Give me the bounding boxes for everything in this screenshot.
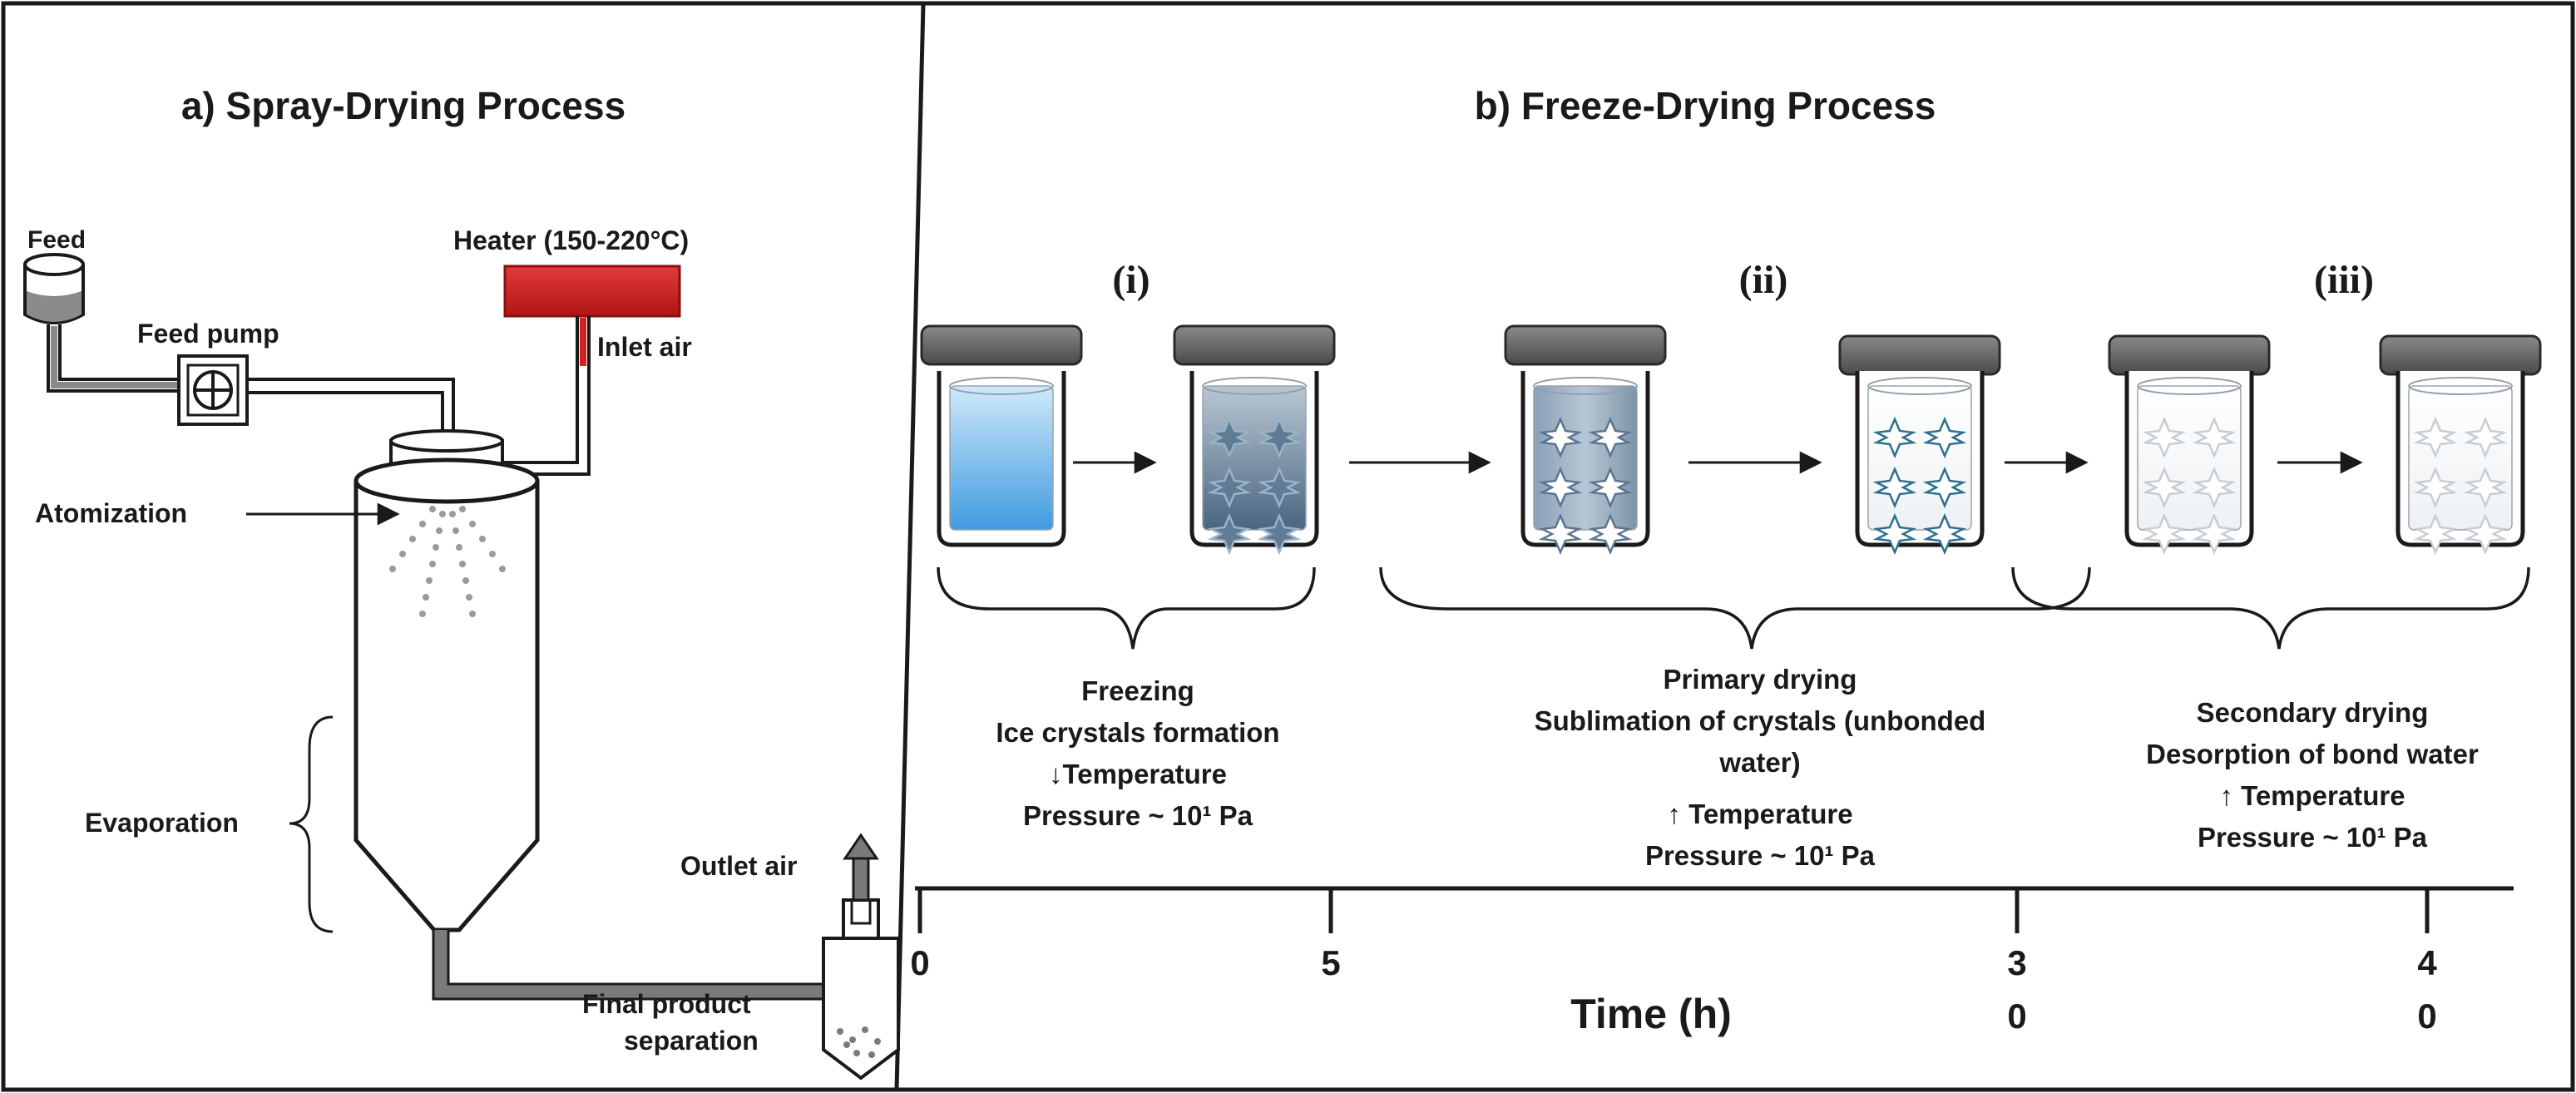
- stage-iii-line-2: Desorption of bond water: [2146, 739, 2479, 769]
- vial-contents: [1867, 385, 1972, 531]
- tick-label: 0: [910, 943, 929, 982]
- feed-pump-label: Feed pump: [137, 319, 279, 349]
- tick-label: 0: [2007, 997, 2026, 1036]
- vial-4: [1838, 334, 2001, 554]
- timeline-tick-0: 0: [910, 888, 930, 982]
- panel-b: b) Freeze-Drying Process (i) (ii) (iii) …: [910, 84, 2542, 1037]
- stage-numeral-iii: (iii): [2314, 258, 2374, 302]
- evaporation-brace: [289, 715, 334, 933]
- tick-label: 5: [1321, 943, 1340, 982]
- stage-i-line-1: Freezing: [1081, 675, 1194, 706]
- stage-ii-line-2: Sublimation of crystals (unbonded: [1535, 705, 1986, 736]
- atomization-label: Atomization: [35, 498, 187, 528]
- stage-braces: [937, 566, 2530, 650]
- stage-iii-line-4: Pressure ~ 10¹ Pa: [2198, 822, 2428, 853]
- vial-contents: [1533, 385, 1638, 531]
- brace-iii: [2011, 566, 2530, 650]
- vials: [920, 324, 2542, 554]
- stage-iii-line-1: Secondary drying: [2197, 697, 2429, 728]
- stage-numeral-ii: (ii): [1739, 258, 1788, 302]
- feed-line: [47, 324, 179, 393]
- vial-5: [2108, 334, 2271, 554]
- panel-a: a) Spray-Drying Process Feed Feed pump H…: [23, 84, 900, 1081]
- panel-a-title: a) Spray-Drying Process: [181, 84, 625, 127]
- timeline-axis-title: Time (h): [1570, 991, 1732, 1037]
- stage-i-line-4: Pressure ~ 10¹ Pa: [1023, 800, 1253, 831]
- evaporation-label: Evaporation: [85, 808, 239, 838]
- brace-i: [937, 566, 1316, 650]
- inlet-air-label: Inlet air: [597, 332, 692, 362]
- outlet-air-label: Outlet air: [680, 851, 797, 881]
- tick-label: 4: [2417, 943, 2437, 982]
- vial-6: [2379, 334, 2542, 554]
- tick-label: 3: [2007, 943, 2026, 982]
- heater: [503, 265, 681, 318]
- feed-container: [23, 253, 85, 324]
- stage-i-line-3: ↓Temperature: [1049, 759, 1227, 789]
- stage-ii-description: Primary drying Sublimation of crystals (…: [1535, 664, 1986, 871]
- timeline-tick-3: 40: [2417, 888, 2437, 1036]
- brace-ii: [1379, 566, 2091, 650]
- product-separator: [822, 898, 900, 1081]
- stage-iii-line-3: ↑ Temperature: [2219, 780, 2405, 811]
- feed-label: Feed: [27, 226, 86, 254]
- vial-contents: [1202, 385, 1307, 531]
- stage-i-description: Freezing Ice crystals formation ↓Tempera…: [996, 675, 1279, 831]
- stage-ii-line-4: ↑ Temperature: [1667, 799, 1852, 829]
- vial-2: [1173, 324, 1336, 554]
- vial-contents: [949, 385, 1054, 531]
- heater-label: Heater (150-220°C): [453, 225, 689, 255]
- spray-droplets: [389, 506, 506, 617]
- vial-1: [920, 324, 1083, 547]
- vial-lid: [2108, 334, 2271, 376]
- stage-i-line-2: Ice crystals formation: [996, 717, 1279, 748]
- tick-label: 0: [2417, 997, 2436, 1036]
- outlet-air-arrow: [843, 833, 879, 902]
- stage-numeral-i: (i): [1112, 258, 1150, 302]
- vial-lid: [920, 324, 1083, 366]
- panel-b-title: b) Freeze-Drying Process: [1475, 84, 1936, 127]
- stage-ii-line-5: Pressure ~ 10¹ Pa: [1645, 840, 1876, 871]
- timeline-tick-1: 5: [1321, 888, 1341, 982]
- inlet-air-pipe: [502, 316, 591, 476]
- vial-contents: [2137, 385, 2242, 531]
- product-pipe: [433, 930, 836, 999]
- final-product-label-line2: separation: [624, 1026, 759, 1056]
- vial-3: [1504, 324, 1667, 554]
- timeline-tick-2: 30: [2007, 888, 2027, 1036]
- feed-pump: [177, 354, 249, 426]
- stage-ii-line-3: water): [1718, 747, 1800, 778]
- stage-iii-description: Secondary drying Desorption of bond wate…: [2146, 697, 2479, 853]
- stage-ii-line-1: Primary drying: [1664, 664, 1857, 695]
- vial-lid: [2379, 334, 2542, 376]
- vial-lid: [1838, 334, 2001, 376]
- final-product-label-line1: Final product: [582, 989, 751, 1019]
- vial-lid: [1173, 324, 1336, 366]
- panel-divider: [894, 2, 926, 1091]
- vial-lid: [1504, 324, 1667, 366]
- drying-chamber: [354, 457, 540, 932]
- vial-contents: [2408, 385, 2513, 531]
